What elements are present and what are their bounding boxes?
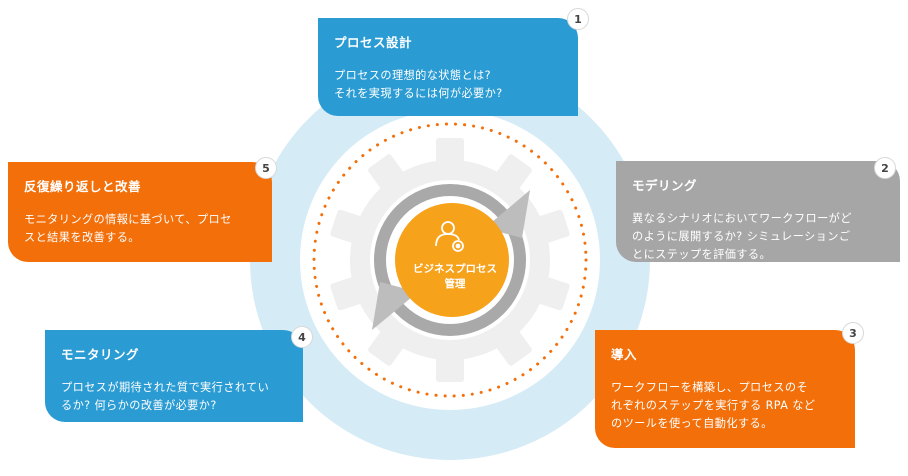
step-title: 反復繰り返しと改善 [24, 179, 142, 194]
person-gear-icon [435, 221, 464, 252]
step-number-badge: 1 [567, 8, 589, 30]
step-number-badge: 2 [874, 157, 896, 179]
step-description: 異なるシナリオにおいてワークフローがど のように展開するか? シミュレーションご… [632, 212, 852, 261]
step-description: プロセスの理想的な状態とは? それを実現するには何が必要か? [334, 69, 503, 100]
step-card-deployment: 導入 ワークフローを構築し、プロセスのそ れぞれのステップを実行する RPA な… [595, 330, 855, 448]
step-title: プロセス設計 [334, 35, 413, 50]
step-number-badge: 3 [842, 322, 864, 344]
gray-cycle-ring [374, 184, 526, 336]
step-number-badge: 5 [255, 157, 277, 179]
core-circle [395, 203, 509, 317]
step-title: モニタリング [61, 347, 140, 362]
step-title: モデリング [632, 178, 698, 193]
step-number-badge: 4 [291, 326, 313, 348]
step-card-modeling: モデリング 異なるシナリオにおいてワークフローがど のように展開するか? シミュ… [616, 161, 900, 262]
center-label: ビジネスプロセス 管理 [413, 263, 497, 290]
step-card-monitoring: モニタリング プロセスが期待された質で実行されてい るか? 何らかの改善が必要か… [45, 330, 303, 422]
step-card-iteration-improvement: 反復繰り返しと改善 モニタリングの情報に基づいて、プロセ スと結果を改善する。 [8, 162, 272, 262]
dotted-ring [312, 122, 588, 398]
step-card-process-design: プロセス設計 プロセスの理想的な状態とは? それを実現するには何が必要か? [318, 18, 578, 116]
step-description: ワークフローを構築し、プロセスのそ れぞれのステップを実行する RPA など の… [611, 381, 816, 430]
step-description: プロセスが期待された質で実行されてい るか? 何らかの改善が必要か? [61, 381, 270, 412]
step-description: モニタリングの情報に基づいて、プロセ スと結果を改善する。 [24, 213, 232, 244]
step-title: 導入 [611, 347, 638, 362]
